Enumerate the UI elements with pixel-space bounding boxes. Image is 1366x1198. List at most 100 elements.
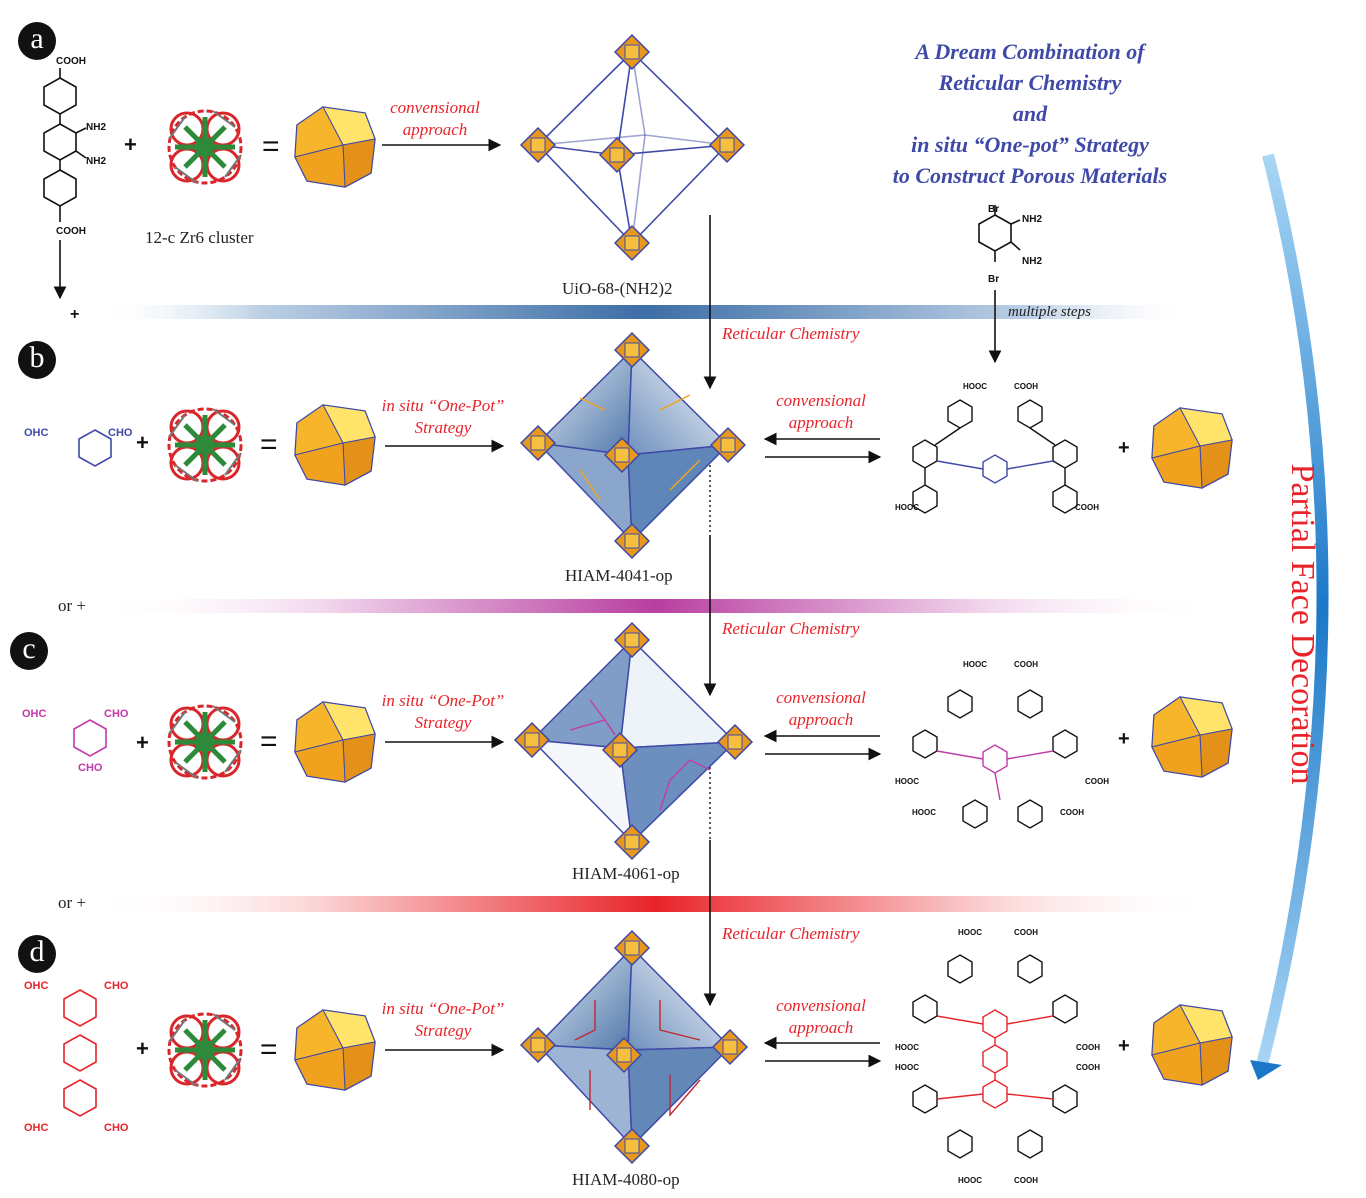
linker-a (43, 68, 87, 222)
title-line-4: in situ “One-pot” Strategy (911, 132, 1149, 157)
zr6-cluster-d (169, 1014, 241, 1086)
d-cooh-2: COOH (1076, 1043, 1100, 1052)
d-plus: + (136, 1036, 149, 1061)
d-hooc-4: HOOC (958, 1176, 982, 1185)
a-nh2-1: NH2 (86, 122, 107, 133)
c-hooc-2: HOOC (895, 777, 919, 786)
linker-c-right (912, 689, 1078, 829)
arc-arrow-head (1250, 1060, 1282, 1080)
d-cho-2: CHO (104, 1122, 129, 1134)
octahedron-uio68 (536, 50, 729, 245)
b-product: HIAM-4041-op (565, 566, 673, 585)
panel-badge-d: d (18, 935, 56, 973)
cuboctahedron-b (294, 404, 376, 486)
dibromo-br2: Br (988, 274, 1000, 285)
trialdehyde-ring (73, 719, 107, 757)
band-magenta (95, 599, 1215, 613)
d-reverse-label-1: convensional (776, 996, 866, 1015)
a-cluster-label: 12-c Zr6 cluster (145, 228, 254, 247)
d-cooh-3: COOH (1076, 1063, 1100, 1072)
dibromo-nh2a: NH2 (1022, 214, 1043, 225)
tetraaldehyde-rings (63, 989, 97, 1117)
cuboctahedron-c (294, 701, 376, 783)
c-cho-1: CHO (104, 708, 129, 720)
title-line-5: to Construct Porous Materials (892, 163, 1168, 188)
b-cho: CHO (108, 427, 133, 439)
b-cooh-1: COOH (1014, 382, 1038, 391)
dibromo-nh2b: NH2 (1022, 256, 1043, 267)
a-arrow-label-1: convensional (390, 98, 480, 117)
multiple-steps: multiple steps (1008, 304, 1091, 320)
linker-b-right (912, 399, 1078, 514)
c-cooh-2: COOH (1085, 777, 1109, 786)
c-plus: + (136, 730, 149, 755)
dibromo-br1: Br (988, 204, 1000, 215)
d-hooc-1: HOOC (958, 928, 982, 937)
b-cooh-2: COOH (1075, 503, 1099, 512)
c-hooc-3: HOOC (912, 808, 936, 817)
c-or-plus: or + (58, 893, 86, 912)
c-plus-right: + (1118, 728, 1130, 750)
b-arrow-label-2: Strategy (414, 418, 472, 437)
partial-face-arc-arrow (1256, 153, 1329, 1067)
d-plus-right: + (1118, 1035, 1130, 1057)
panel-badge-a: a (18, 22, 56, 60)
cuboctahedron-a (294, 106, 376, 188)
reticular-label-3: Reticular Chemistry (722, 924, 860, 943)
title-line-3: and (1012, 101, 1048, 126)
panel-badge-b: b (18, 341, 56, 379)
b-ohc: OHC (24, 427, 49, 439)
c-cooh-1: COOH (1014, 660, 1038, 669)
dibromo-diamine (978, 205, 1021, 262)
d-ohc-1: OHC (24, 980, 49, 992)
band-blue (95, 305, 1195, 319)
side-label: Partial Face Decoration (1284, 463, 1321, 785)
cuboctahedron-d (294, 1009, 376, 1091)
b-hooc-2: HOOC (895, 503, 919, 512)
octahedron-hiam4061 (530, 637, 737, 845)
octahedron-hiam4080 (536, 946, 732, 1148)
b-arrow-label-1: in situ “One-Pot” (381, 396, 505, 415)
a-equals: = (262, 130, 280, 163)
octahedron-hiam4041 (535, 348, 731, 543)
equilibrium-arrows-d (763, 1036, 882, 1068)
equilibrium-arrows-b (763, 432, 882, 464)
isophthalaldehyde-ring (78, 429, 112, 467)
d-cooh-1: COOH (1014, 928, 1038, 937)
d-cho-1: CHO (104, 980, 129, 992)
a-cooh-top: COOH (56, 56, 86, 67)
c-reverse-label-1: convensional (776, 688, 866, 707)
band-red (95, 896, 1215, 912)
c-reverse-label-2: approach (788, 710, 854, 729)
a-plus: + (124, 132, 137, 157)
cuboctahedron-c-right (1151, 696, 1233, 778)
cuboctahedron-d-right (1151, 1004, 1233, 1086)
a-product: UiO-68-(NH2)2 (562, 279, 673, 298)
panel-badge-c: c (10, 632, 48, 670)
d-arrow-label-1: in situ “One-Pot” (381, 999, 505, 1018)
c-equals: = (260, 725, 278, 758)
c-cho-2: CHO (78, 762, 103, 774)
c-arrow-label-2: Strategy (414, 713, 472, 732)
c-ohc: OHC (22, 708, 47, 720)
d-ohc-2: OHC (24, 1122, 49, 1134)
b-plus: + (136, 430, 149, 455)
b-equals: = (260, 428, 278, 461)
b-plus-right: + (1118, 437, 1130, 459)
reticular-label-1: Reticular Chemistry (722, 324, 860, 343)
equilibrium-arrows-c (763, 729, 882, 761)
a-plus-below: + (70, 306, 80, 323)
c-product: HIAM-4061-op (572, 864, 680, 883)
b-reverse-label-2: approach (788, 413, 854, 432)
d-product: HIAM-4080-op (572, 1170, 680, 1189)
zr6-cluster-b (169, 409, 241, 481)
a-arrow-label-2: approach (402, 120, 468, 139)
b-reverse-label-1: convensional (776, 391, 866, 410)
c-hooc-1: HOOC (963, 660, 987, 669)
a-cooh-bottom: COOH (56, 226, 86, 237)
d-arrow-label-2: Strategy (414, 1021, 472, 1040)
b-hooc-1: HOOC (963, 382, 987, 391)
zr6-cluster-a (169, 111, 241, 183)
c-cooh-3: COOH (1060, 808, 1084, 817)
